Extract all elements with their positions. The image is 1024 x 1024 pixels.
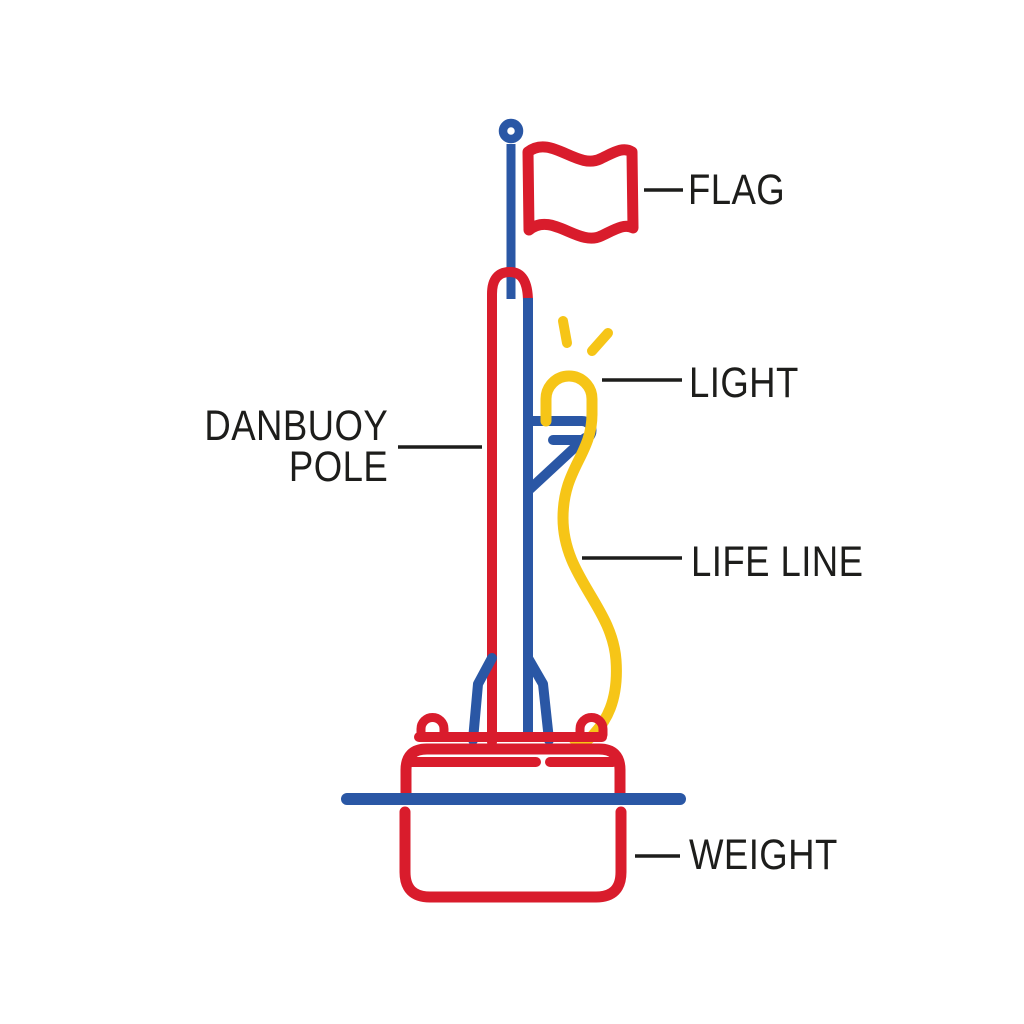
pole-label-line2: POLE [288, 443, 388, 491]
life-line-rope [557, 408, 622, 748]
float-body-upper [400, 743, 626, 805]
tripod-leg-right [523, 653, 554, 745]
base-handle-right [575, 713, 608, 740]
flag-icon [522, 141, 639, 244]
pole-left-red-line [487, 266, 533, 747]
light-label: LIGHT [689, 359, 799, 407]
flag-label: FLAG [688, 166, 786, 214]
light-bracket-brace [525, 433, 590, 494]
pole-top-ring [498, 118, 524, 144]
light-rays-icon [558, 316, 613, 356]
light-dome-icon [540, 370, 598, 427]
weight-body-lower [399, 806, 627, 903]
lifeline-label: LIFE LINE [691, 538, 864, 586]
weight-label: WEIGHT [689, 831, 838, 879]
pole-label-line1: DANBUOY [204, 402, 388, 450]
pole-label: DANBUOY POLE [204, 402, 388, 491]
tripod-leg-left [468, 653, 497, 745]
leader-lines [398, 188, 683, 858]
base-handle-left [416, 713, 449, 740]
